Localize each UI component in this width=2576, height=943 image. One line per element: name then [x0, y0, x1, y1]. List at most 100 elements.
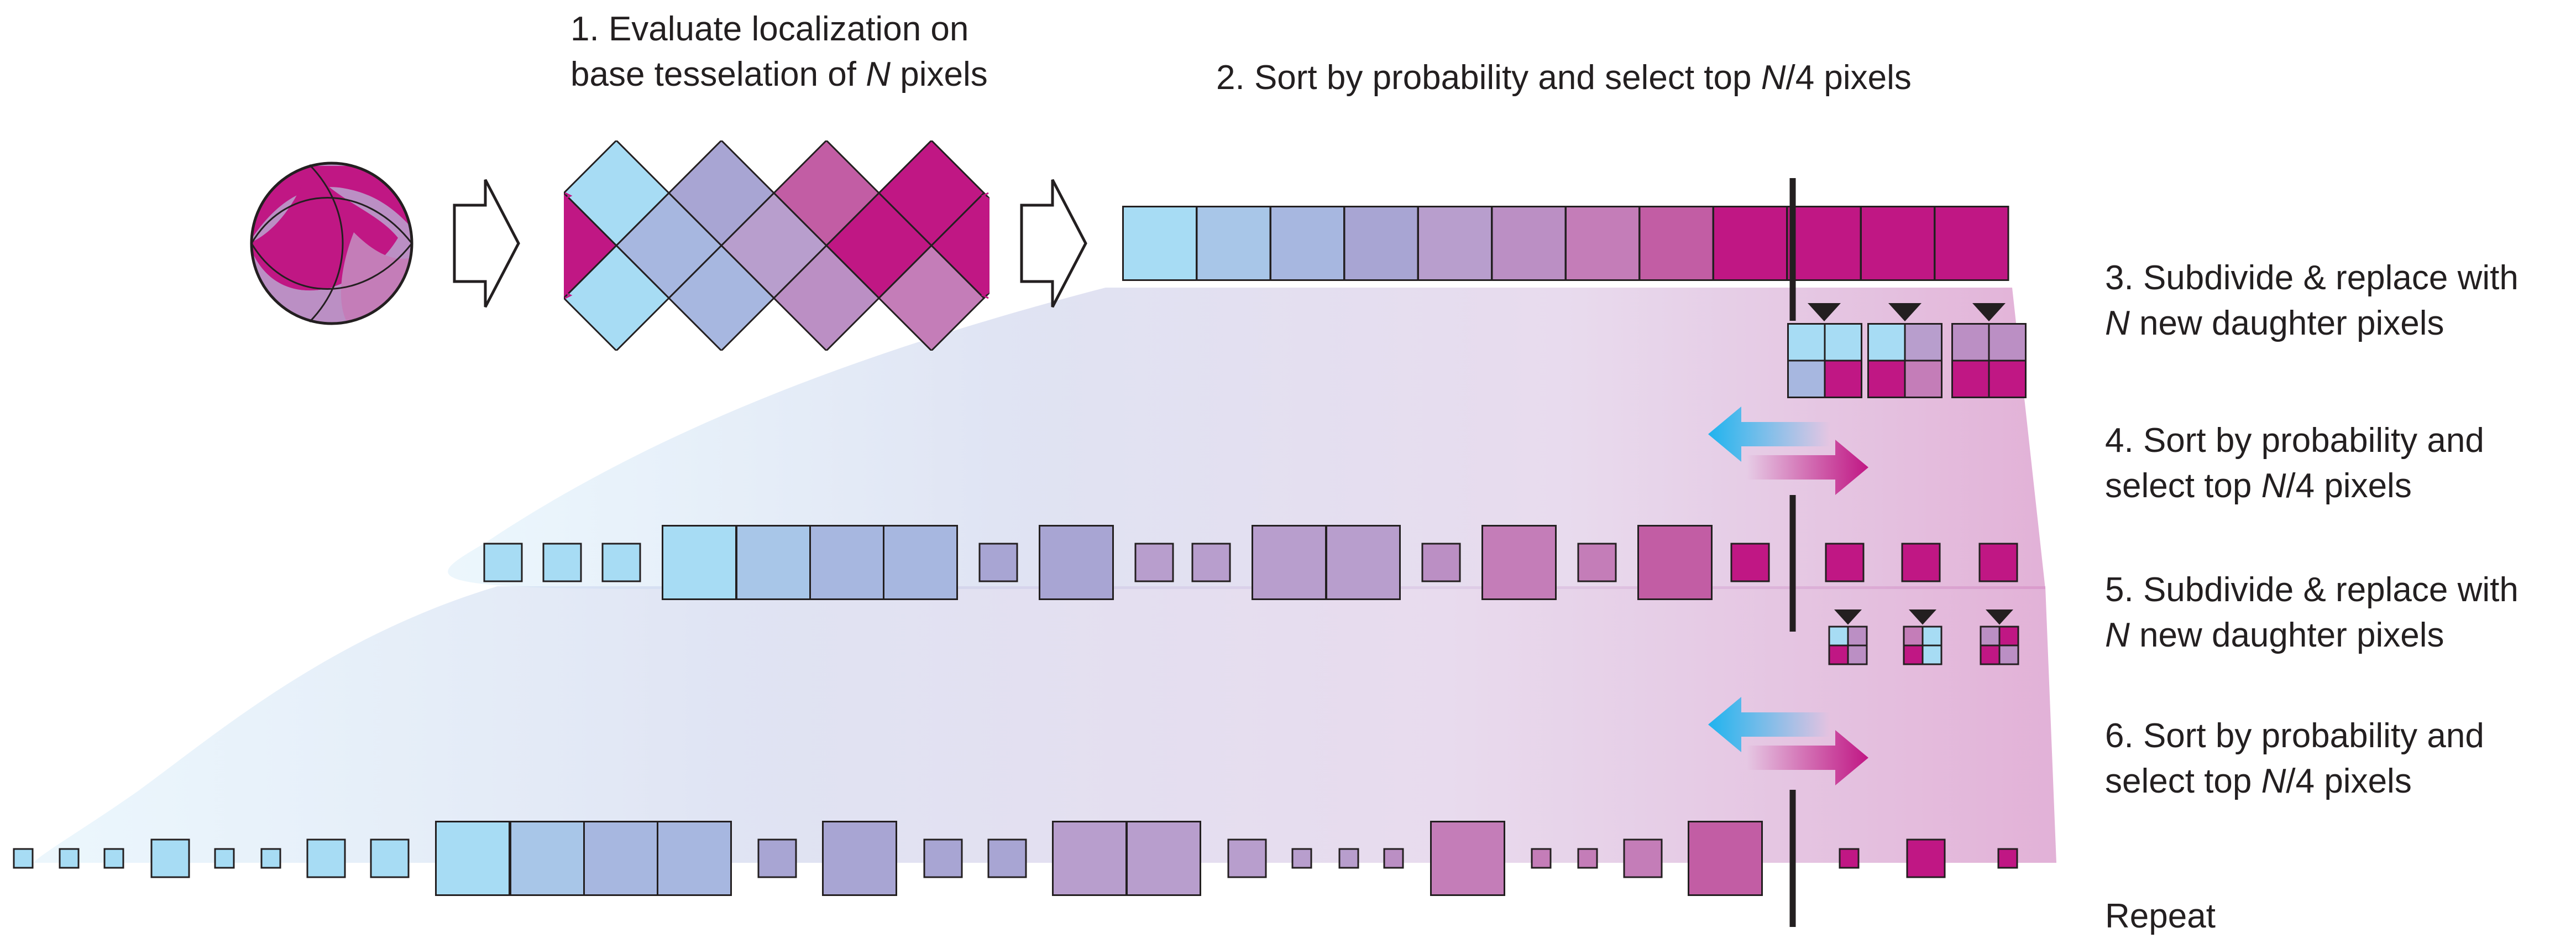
pixel — [1421, 543, 1461, 582]
down-triangle-icon — [1909, 609, 1936, 625]
daughter-pixel — [1847, 644, 1868, 665]
label-text: /4 pixels — [1786, 59, 1912, 97]
arrow-left-head — [1708, 697, 1830, 752]
pixel — [1481, 525, 1557, 600]
sorted-pixel-row-2 — [483, 525, 2018, 600]
step-1-label: 1. Evaluate localization on base tesselat… — [570, 7, 988, 97]
pixel — [1270, 206, 1345, 281]
label-text: Subdivide & replace with — [2143, 571, 2519, 609]
daughter-pixel-group — [1867, 323, 1943, 398]
label-text: Evaluate localization on — [608, 10, 969, 48]
step-number: 4. — [2105, 421, 2143, 460]
pixel — [1825, 543, 1865, 582]
pixel — [370, 838, 410, 878]
pixel — [214, 848, 235, 869]
pixel — [1577, 543, 1617, 582]
label-text: Sort by probability and — [2143, 717, 2484, 755]
sorted-pixel-row-1 — [1122, 206, 2009, 281]
daughter-pixel — [1787, 323, 1826, 362]
variable-n: N — [2261, 467, 2286, 505]
pixel — [510, 821, 585, 896]
arrow-left-head — [1708, 407, 1830, 462]
pixel — [1901, 543, 1941, 582]
label-line: N new daughter pixels — [2105, 301, 2519, 346]
step-number: 5. — [2105, 571, 2143, 609]
pixel — [150, 838, 190, 878]
base-pixel — [772, 244, 881, 351]
daughter-pixel — [1951, 323, 1990, 362]
daughter-pixel — [1903, 644, 1924, 665]
pixel — [59, 848, 80, 869]
daughter-pixel — [1847, 626, 1868, 647]
pixel — [1688, 821, 1763, 896]
base-pixel — [877, 244, 986, 351]
pixel — [1638, 206, 1714, 281]
pixel — [1713, 206, 1788, 281]
pixel — [1839, 848, 1860, 869]
daughter-pixel — [1921, 644, 1943, 665]
pixel — [1623, 838, 1663, 878]
base-pixel — [667, 244, 776, 351]
pixel — [978, 543, 1018, 582]
pixel — [923, 838, 963, 878]
pixel — [662, 525, 737, 600]
label-line: 6. Sort by probability and — [2105, 713, 2484, 759]
pixel — [736, 525, 811, 600]
daughter-pixel — [1951, 360, 1990, 398]
pixel — [1291, 848, 1312, 869]
label-text: base tesselation of — [570, 55, 866, 93]
sorted-pixel-row-3 — [13, 821, 2018, 896]
label-line: select top N/4 pixels — [2105, 759, 2484, 804]
base-pixel — [564, 244, 671, 351]
label-text: select top — [2105, 762, 2261, 800]
pixel — [1343, 206, 1419, 281]
label-text: Repeat — [2105, 897, 2216, 935]
pixel — [822, 821, 897, 896]
pixel — [1730, 543, 1770, 582]
pixel — [1860, 206, 1935, 281]
arrow-right-head — [1747, 730, 1868, 785]
pixel — [1134, 543, 1174, 582]
down-triangle-icon — [1972, 303, 2006, 321]
pixel — [1196, 206, 1271, 281]
variable-n: N — [2105, 616, 2130, 654]
daughter-pixel — [1824, 360, 1862, 398]
daughter-pixel — [1998, 626, 2019, 647]
tesselation-edge — [981, 192, 989, 299]
step-number: 1. — [570, 10, 609, 48]
pixel — [1122, 206, 1197, 281]
label-text: pixels — [891, 55, 988, 93]
label-line: 5. Subdivide & replace with — [2105, 567, 2519, 613]
label-text: select top — [2105, 467, 2261, 505]
base-pixel — [564, 191, 618, 300]
down-triangle-icon — [1986, 609, 2013, 625]
daughter-pixel-group — [1787, 323, 1862, 398]
pixel — [483, 543, 523, 582]
daughter-pixel — [1998, 644, 2019, 665]
down-triangle-icon — [1834, 609, 1862, 625]
pixel — [1997, 848, 2018, 869]
base-tesselation — [564, 140, 989, 351]
right-arrow-icon — [1020, 179, 1087, 308]
double-headed-arrow-icon — [1708, 697, 1868, 785]
pixel — [1338, 848, 1359, 869]
daughter-pixel — [1867, 360, 1906, 398]
pixel — [1126, 821, 1201, 896]
pixel — [1637, 525, 1713, 600]
label-line: N new daughter pixels — [2105, 613, 2519, 658]
step-number: 3. — [2105, 259, 2143, 297]
pixel — [306, 838, 346, 878]
label-text: /4 pixels — [2286, 467, 2412, 505]
tesselation-edge — [564, 192, 573, 299]
pixel — [542, 543, 582, 582]
variable-n: N — [866, 55, 891, 93]
pixel — [1565, 206, 1640, 281]
label-text: /4 pixels — [2286, 762, 2412, 800]
repeat-label: Repeat — [2105, 894, 2216, 939]
pixel — [883, 525, 958, 600]
daughter-pixel — [1980, 644, 2001, 665]
pixel — [13, 848, 34, 869]
